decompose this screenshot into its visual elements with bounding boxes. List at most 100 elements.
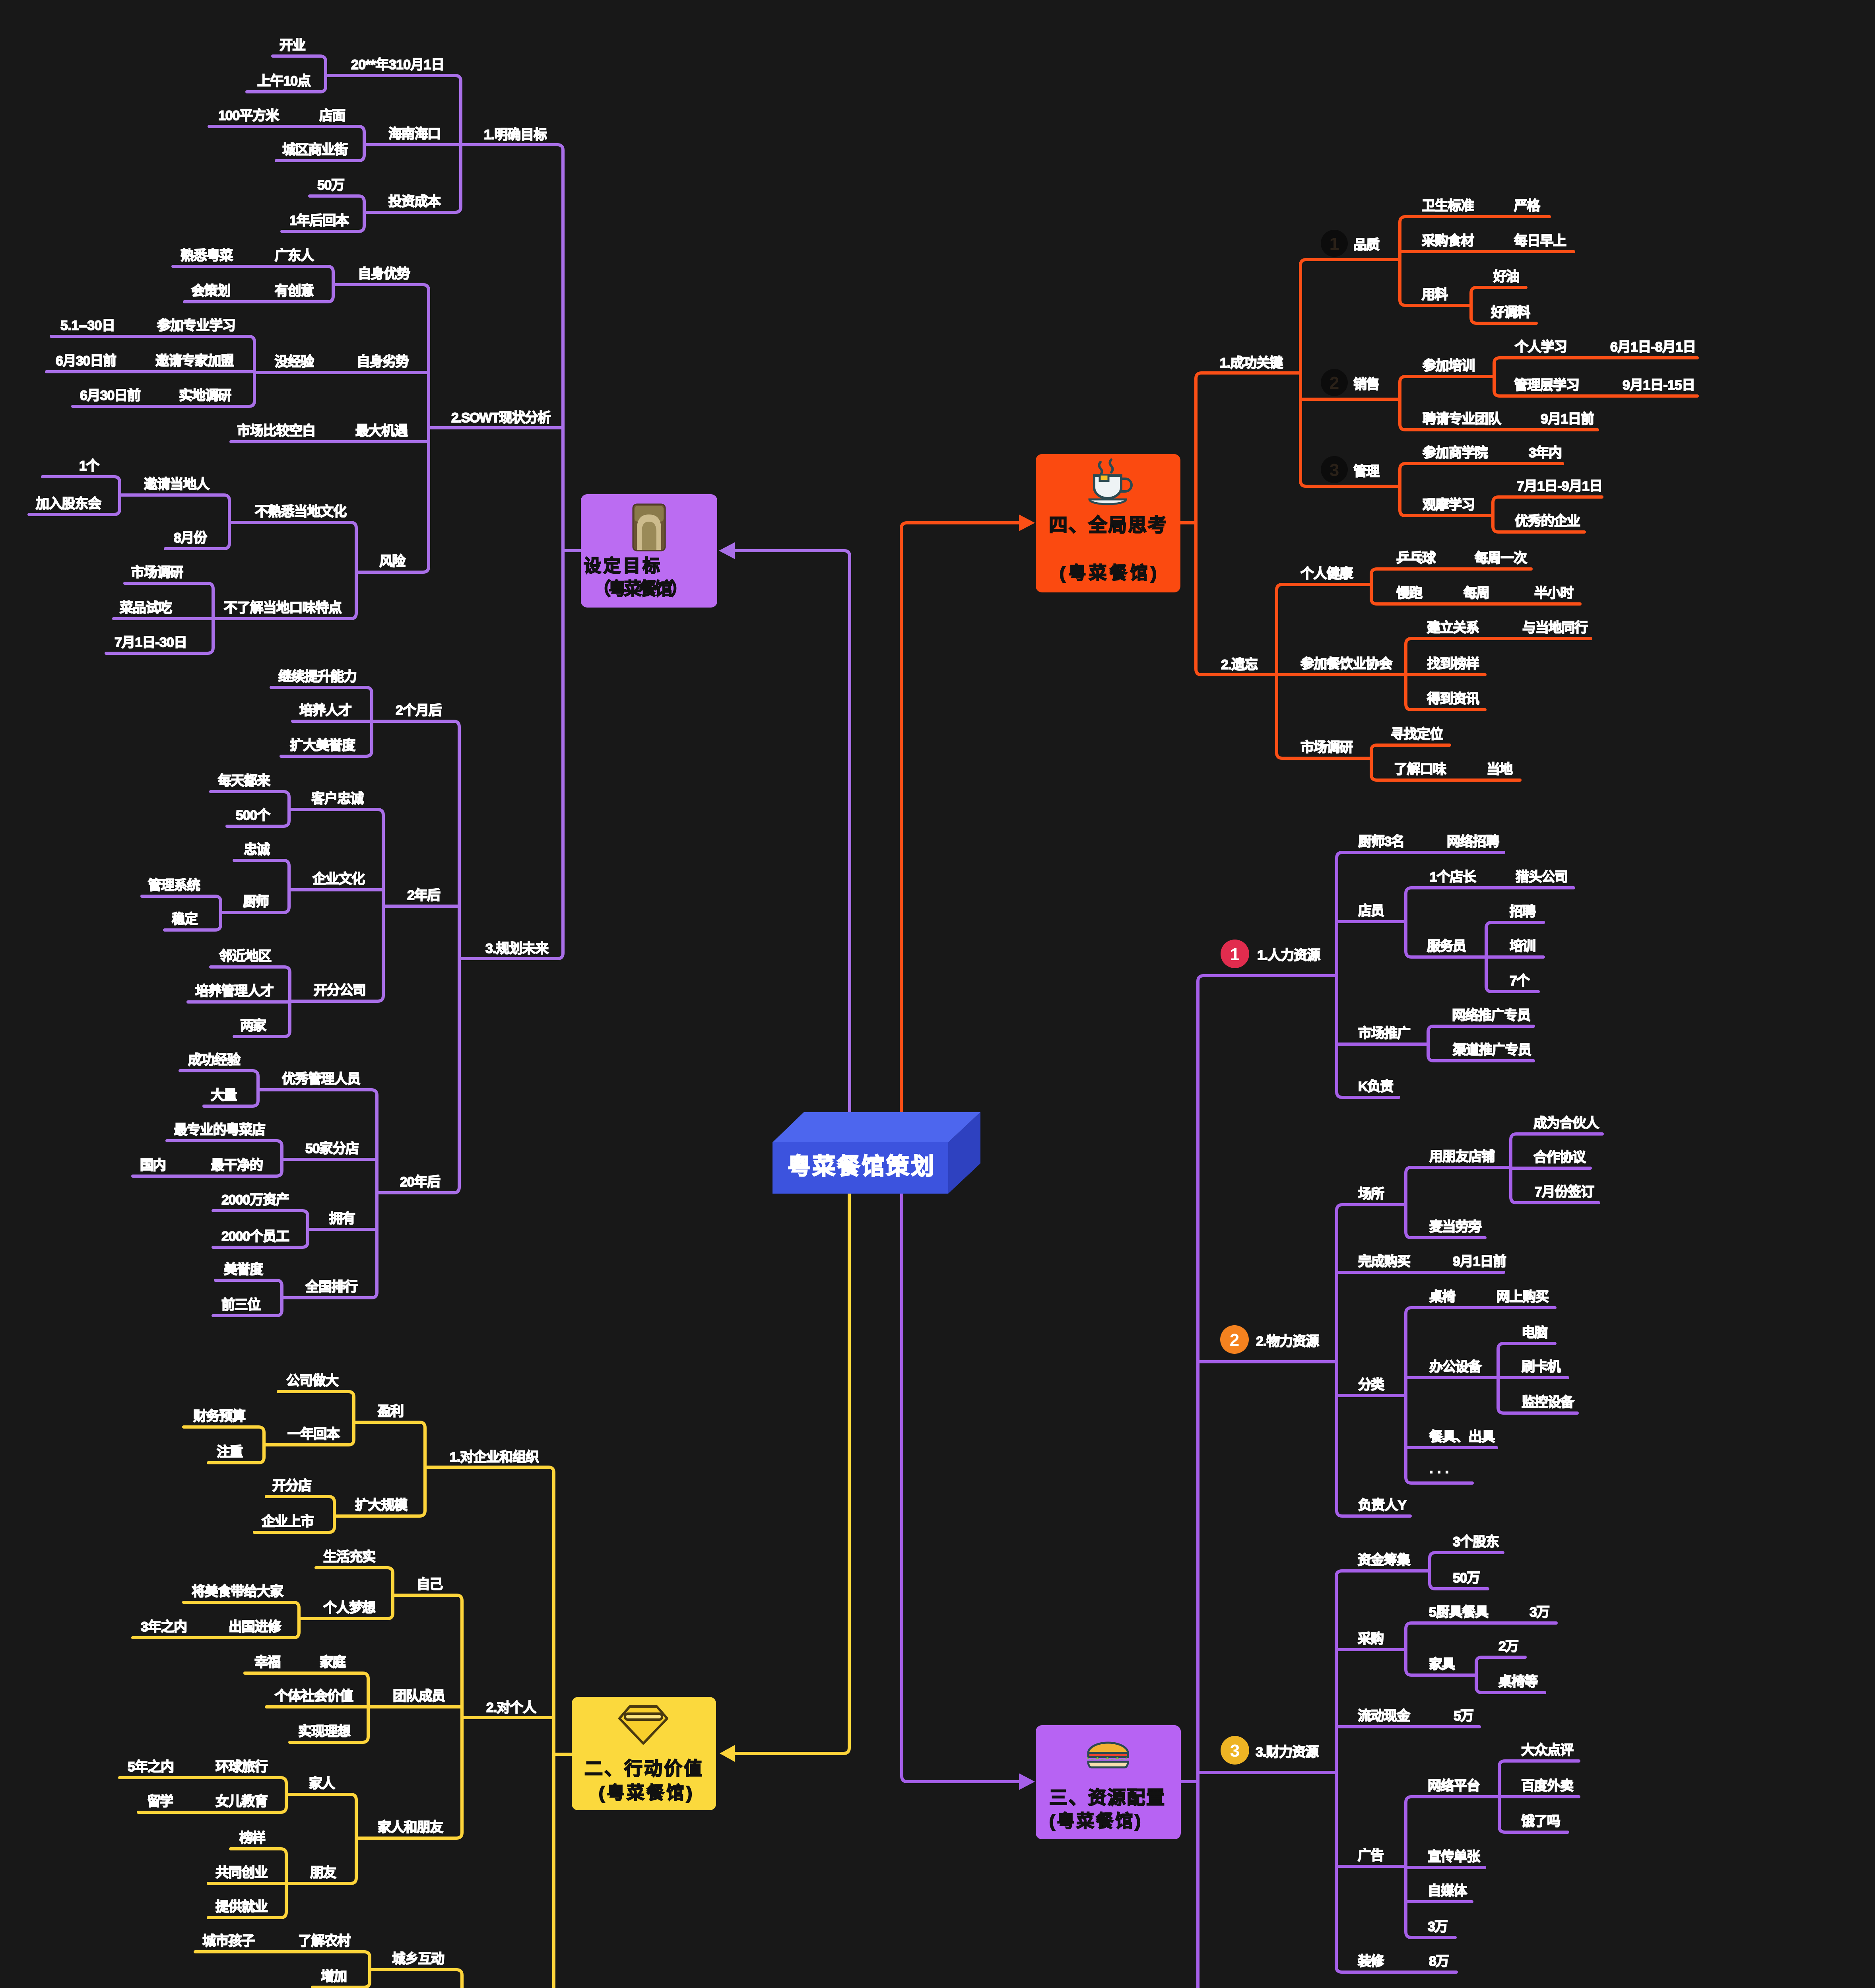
svg-text:邀请当地人: 邀请当地人: [144, 477, 210, 492]
svg-text:培养人才: 培养人才: [299, 703, 352, 718]
svg-text:全国排行: 全国排行: [305, 1279, 358, 1295]
svg-text:50家分店: 50家分店: [305, 1141, 359, 1156]
svg-text:自身劣势: 自身劣势: [357, 354, 409, 369]
svg-text:负责人Y: 负责人Y: [1358, 1498, 1407, 1513]
svg-text:每周: 每周: [1464, 586, 1490, 601]
svg-text:3.规划未来: 3.规划未来: [485, 941, 549, 956]
svg-text:厨师3名: 厨师3名: [1358, 834, 1405, 849]
svg-text:团队成员: 团队成员: [393, 1689, 445, 1704]
svg-text:继续提升能力: 继续提升能力: [278, 669, 357, 684]
svg-text:1.人力资源: 1.人力资源: [1257, 948, 1320, 963]
svg-text:5年之内: 5年之内: [128, 1759, 174, 1774]
svg-text:麦当劳旁: 麦当劳旁: [1429, 1219, 1482, 1235]
svg-text:刷卡机: 刷卡机: [1522, 1359, 1561, 1375]
svg-text:500个: 500个: [236, 808, 270, 823]
svg-text:2万: 2万: [1498, 1639, 1519, 1654]
svg-text:50万: 50万: [1453, 1571, 1480, 1586]
svg-text:朋友: 朋友: [310, 1865, 336, 1880]
svg-text:猎头公司: 猎头公司: [1516, 870, 1568, 885]
svg-text:开分公司: 开分公司: [314, 983, 366, 998]
svg-text:环球旅行: 环球旅行: [215, 1759, 268, 1774]
svg-text:桌椅等: 桌椅等: [1498, 1674, 1538, 1689]
svg-text:参加餐饮业协会: 参加餐饮业协会: [1300, 656, 1392, 672]
svg-text:最专业的粤菜店: 最专业的粤菜店: [174, 1122, 266, 1138]
svg-text:网上购买: 网上购买: [1497, 1289, 1549, 1305]
svg-text:生活充实: 生活充实: [323, 1549, 376, 1565]
svg-text:3万: 3万: [1530, 1605, 1550, 1620]
svg-text:餐具、出具: 餐具、出具: [1429, 1429, 1495, 1444]
svg-text:参加专业学习: 参加专业学习: [157, 318, 236, 333]
svg-text:· · ·: · · ·: [1429, 1465, 1450, 1480]
svg-text:菜品试吃: 菜品试吃: [120, 600, 172, 615]
svg-text:资金筹集: 资金筹集: [1358, 1552, 1410, 1568]
svg-text:培训: 培训: [1510, 939, 1536, 954]
svg-text:8万: 8万: [1429, 1954, 1449, 1969]
svg-text:装修: 装修: [1358, 1954, 1384, 1969]
svg-text:K负责: K负责: [1358, 1079, 1394, 1094]
svg-text:桌椅: 桌椅: [1429, 1289, 1456, 1305]
svg-text:提供就业: 提供就业: [215, 1899, 268, 1914]
svg-text:采购: 采购: [1358, 1631, 1384, 1646]
svg-text:企业文化: 企业文化: [312, 871, 365, 887]
svg-text:美誉度: 美誉度: [224, 1262, 263, 1277]
svg-text:聘请专业团队: 聘请专业团队: [1423, 412, 1502, 427]
svg-text:不了解当地口味特点: 不了解当地口味特点: [224, 600, 342, 615]
svg-text:开分店: 开分店: [272, 1478, 312, 1493]
svg-text:建立关系: 建立关系: [1427, 620, 1479, 635]
svg-text:乒乓球: 乒乓球: [1396, 551, 1436, 566]
svg-text:3年内: 3年内: [1529, 445, 1562, 460]
svg-text:市场比较空白: 市场比较空白: [237, 423, 316, 439]
svg-text:7月1日-30日: 7月1日-30日: [115, 635, 187, 650]
svg-text:实地调研: 实地调研: [179, 388, 231, 403]
svg-text:了解农村: 了解农村: [298, 1934, 351, 1949]
svg-text:拥有: 拥有: [329, 1211, 355, 1226]
svg-text:财务预算: 财务预算: [193, 1409, 246, 1424]
svg-text:邻近地区: 邻近地区: [219, 949, 272, 964]
svg-text:扩大规模: 扩大规模: [355, 1498, 408, 1513]
svg-text:城乡互动: 城乡互动: [392, 1951, 444, 1967]
svg-text:8月份: 8月份: [174, 530, 207, 546]
svg-text:饿了吗: 饿了吗: [1521, 1814, 1561, 1829]
svg-text:招聘: 招聘: [1510, 904, 1536, 919]
svg-text:稳定: 稳定: [172, 912, 198, 927]
svg-text:2: 2: [1330, 373, 1339, 393]
svg-text:家具: 家具: [1429, 1657, 1455, 1672]
svg-text:1: 1: [1230, 945, 1240, 964]
svg-text:个人学习: 个人学习: [1515, 339, 1567, 355]
svg-text:会策划: 会策划: [191, 283, 231, 299]
svg-text:2.SOWT现状分析: 2.SOWT现状分析: [451, 410, 551, 425]
svg-text:5厨具餐具: 5厨具餐具: [1429, 1605, 1489, 1620]
svg-text:品质: 品质: [1353, 237, 1380, 252]
svg-text:最干净的: 最干净的: [211, 1158, 263, 1173]
svg-text:6月30日前: 6月30日前: [80, 388, 141, 403]
svg-text:优秀的企业: 优秀的企业: [1515, 513, 1580, 529]
svg-text:销售: 销售: [1353, 377, 1380, 392]
svg-text:个人健康: 个人健康: [1300, 566, 1353, 581]
svg-text:网络平台: 网络平台: [1428, 1778, 1480, 1794]
svg-text:合作协议: 合作协议: [1533, 1150, 1586, 1165]
svg-text:开业: 开业: [280, 38, 306, 53]
svg-text:市场推广: 市场推广: [1358, 1025, 1411, 1041]
svg-text:50万: 50万: [317, 178, 345, 193]
svg-text:优秀管理人员: 优秀管理人员: [282, 1072, 361, 1087]
svg-text:每天都来: 每天都来: [218, 773, 270, 788]
svg-text:扩大美誉度: 扩大美誉度: [290, 738, 355, 753]
svg-text:渠道推广专员: 渠道推广专员: [1453, 1043, 1531, 1058]
svg-text:店员: 店员: [1358, 903, 1384, 918]
svg-text:3个股东: 3个股东: [1453, 1534, 1499, 1549]
svg-text:7月份签订: 7月份签订: [1535, 1184, 1594, 1200]
svg-text:得到资讯: 得到资讯: [1427, 691, 1479, 707]
svg-text:加入股东会: 加入股东会: [36, 496, 101, 511]
svg-text:家庭: 家庭: [320, 1654, 346, 1670]
svg-text:3.财力资源: 3.财力资源: [1256, 1745, 1319, 1760]
svg-text:参加商学院: 参加商学院: [1423, 445, 1488, 460]
svg-text:公司做大: 公司做大: [286, 1373, 339, 1388]
svg-text:管理系统: 管理系统: [148, 878, 200, 893]
svg-text:厨师: 厨师: [243, 894, 269, 909]
svg-text:企业上市: 企业上市: [262, 1514, 314, 1529]
svg-text:客户忠诚: 客户忠诚: [311, 791, 364, 806]
svg-text:大众点评: 大众点评: [1521, 1743, 1574, 1758]
svg-text:最大机遇: 最大机遇: [355, 423, 408, 439]
svg-text:实现理想: 实现理想: [298, 1724, 351, 1739]
svg-text:个人梦想: 个人梦想: [323, 1600, 376, 1615]
